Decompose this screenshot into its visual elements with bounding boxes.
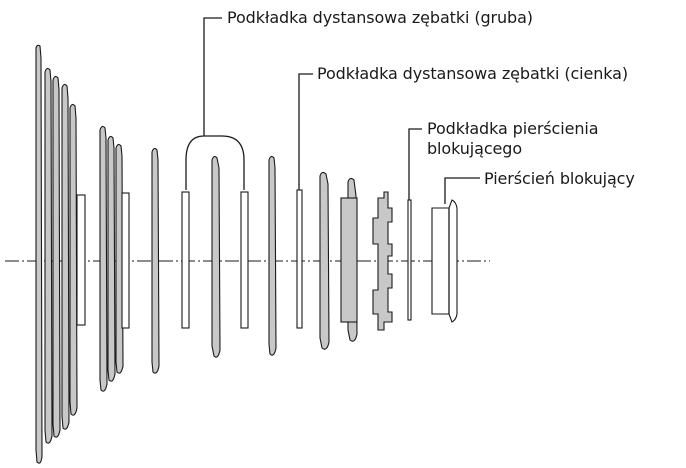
sprocket-12 <box>319 171 330 350</box>
sprocket-3 <box>52 75 61 438</box>
sprocket-9 <box>151 147 160 374</box>
label-lockring: Pierścień blokujący <box>484 169 635 188</box>
sprocket-6 <box>99 125 108 392</box>
thick-spacer-right <box>240 191 249 329</box>
leader-thick-spacer <box>185 17 245 190</box>
lockring <box>431 199 458 323</box>
label-thick-spacer: Podkładka dystansowa zębatki (gruba) <box>227 8 533 27</box>
smallest-sprocket <box>372 191 393 331</box>
label-lockring-washer-line2: blokującego <box>427 139 523 158</box>
sprocket-11 <box>268 155 277 356</box>
carrier-plate-left <box>76 194 86 326</box>
large-sprocket-stack <box>35 44 86 464</box>
middle-sprocket-group <box>99 125 130 392</box>
sprocket-10 <box>211 155 221 358</box>
thick-spacer-left <box>181 191 190 329</box>
sprocket-1 <box>35 44 43 464</box>
sprocket-4 <box>61 83 70 430</box>
label-lockring-washer: Podkładka pierścienia blokującego <box>427 119 599 159</box>
leader-lockring <box>444 177 480 204</box>
leader-lockring-washer <box>408 128 422 200</box>
label-lockring-washer-line1: Podkładka pierścienia <box>427 119 599 138</box>
leader-thin-spacer <box>298 73 313 190</box>
sprocket-2 <box>44 67 53 444</box>
thin-spacer <box>296 189 303 329</box>
sprocket-13-hub <box>340 197 358 323</box>
carrier-plate-middle <box>121 192 130 329</box>
label-thin-spacer: Podkładka dystansowa zębatki (cienka) <box>317 64 629 83</box>
lockring-washer <box>407 199 412 321</box>
sprocket-8 <box>115 143 124 374</box>
sprocket-7 <box>107 135 116 382</box>
sprocket-5 <box>69 103 78 416</box>
